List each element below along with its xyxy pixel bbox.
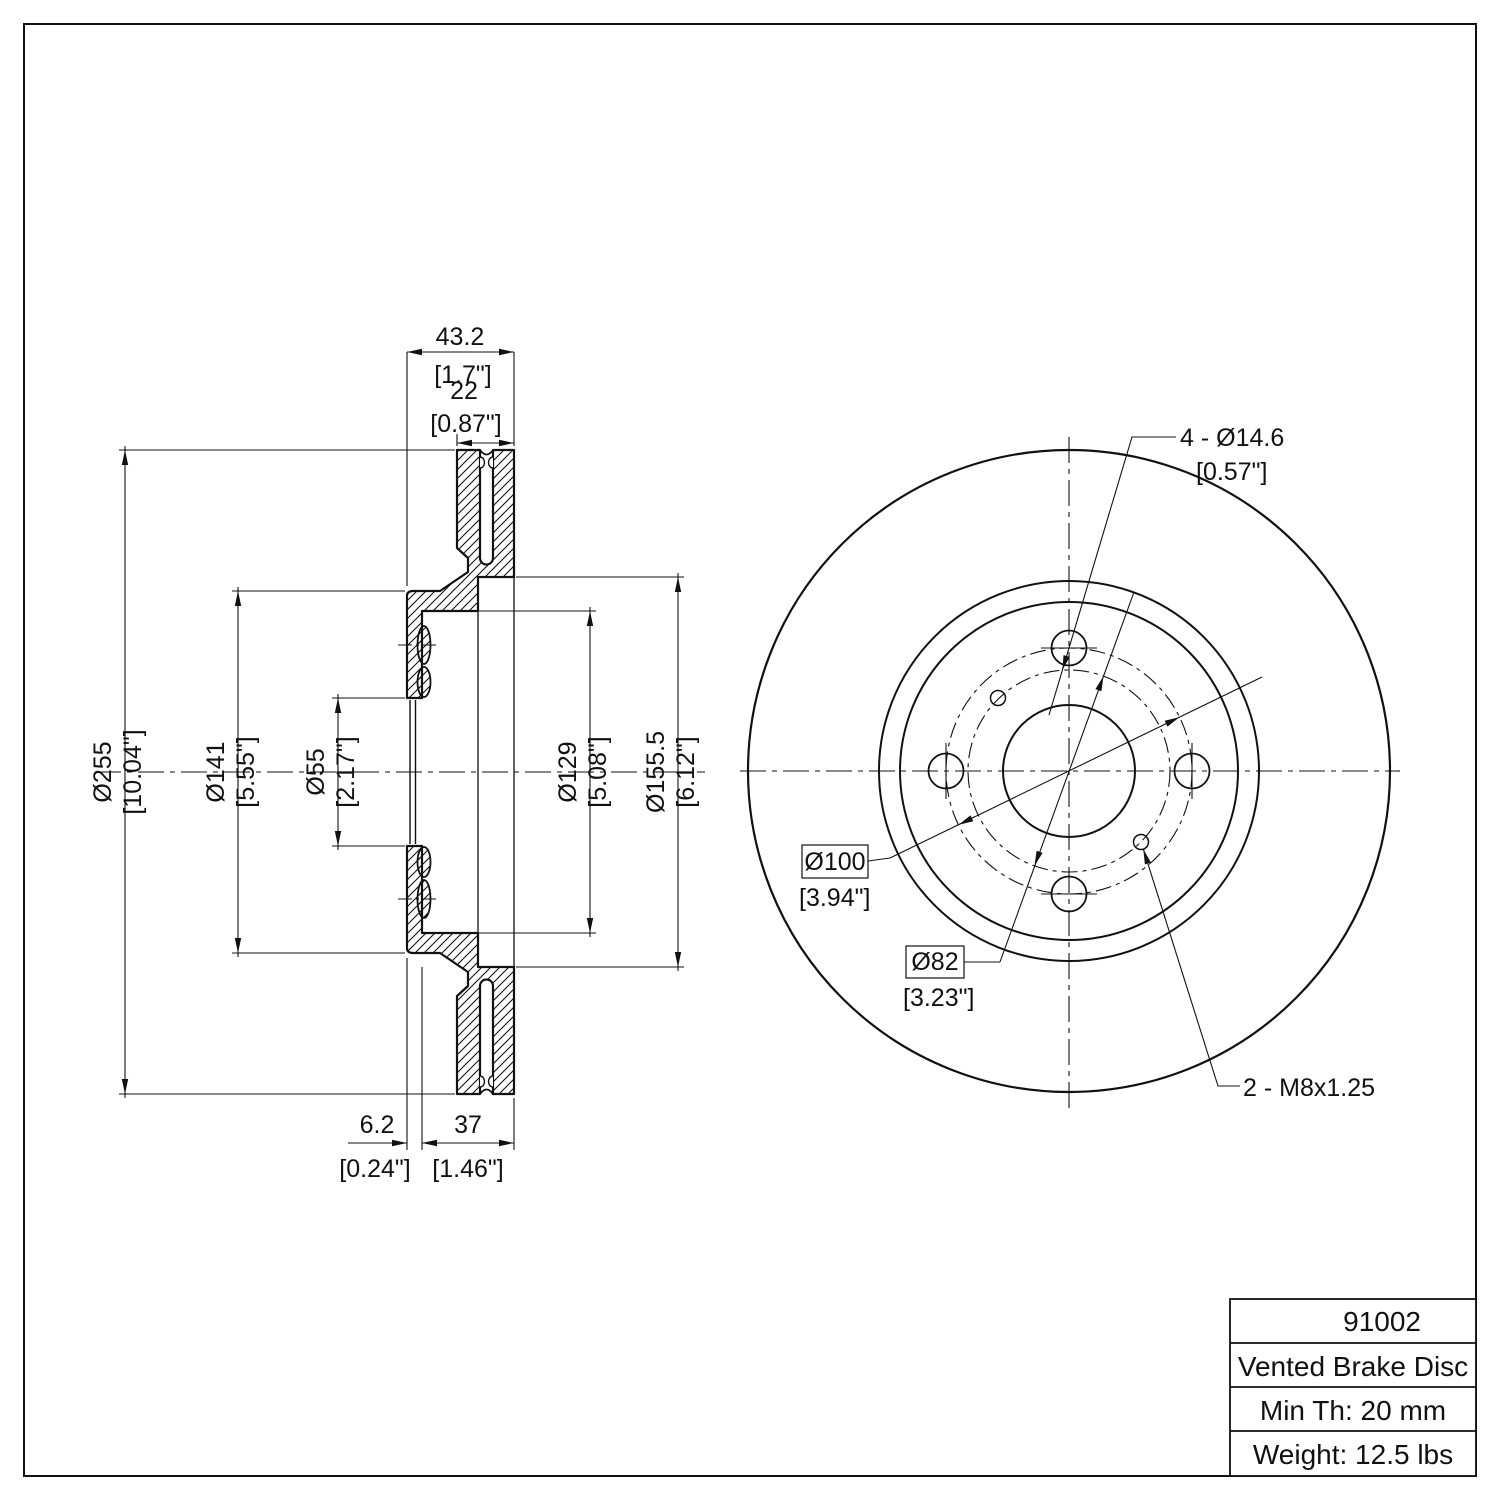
label-pilot-circle: Ø82 [911, 948, 958, 976]
vane-bump [487, 456, 494, 469]
front-arrowheads [958, 655, 1180, 866]
label-bolt-circle: Ø100 [804, 848, 865, 876]
dim-hat-diameter-in: [5.55"] [232, 736, 260, 807]
dim-hat-diameter-mm: Ø141 [202, 741, 230, 802]
extension-lines [119, 352, 684, 1150]
title-block: 91002 Vented Brake Disc Min Th: 20 mm We… [1229, 1298, 1477, 1477]
thread-hole-upper [989, 689, 1007, 707]
dim-hat-inner-diameter-in: [5.08"] [584, 736, 612, 807]
label-thread-holes: 2 - M8x1.25 [1243, 1074, 1375, 1102]
dim-disc-thickness-in: [0.87"] [430, 410, 501, 438]
dim-hat-inner-diameter-mm: Ø129 [554, 741, 582, 802]
min-thickness: Min Th: 20 mm [1260, 1395, 1446, 1426]
dim-mount-height-in: [1.46"] [432, 1155, 503, 1183]
section-view: 43.2 [1.7"] 22 [0.87"] Ø255 [10.04"] Ø14… [89, 323, 705, 1183]
bolt-circle-label-box [801, 844, 869, 879]
part-description: Vented Brake Disc [1238, 1351, 1468, 1382]
arrowheads [121, 348, 682, 1147]
pilot-circle-label-box [905, 945, 965, 979]
dim-friction-inner-diameter-mm: Ø155.5 [642, 731, 670, 813]
front-centerlines [740, 437, 1400, 1108]
vane-bump [487, 1075, 494, 1088]
dim-friction-inner-diameter-in: [6.12"] [672, 736, 700, 807]
label-lug-holes-in: [0.57"] [1196, 458, 1267, 486]
label-pilot-circle-in: [3.23"] [903, 984, 974, 1012]
dimension-lines [124, 351, 679, 1144]
dim-overall-width-mm: 43.2 [436, 323, 485, 351]
dim-mount-height-mm: 37 [454, 1111, 482, 1139]
front-view: 4 - Ø14.6 [0.57"] Ø100 [3.94"] Ø82 [3.23… [740, 424, 1400, 1108]
vent-notch-bottom [479, 1088, 494, 1095]
pilot-ring-bottom-2 [416, 846, 432, 878]
section-top-half [405, 448, 516, 700]
label-bolt-circle-in: [3.94"] [799, 884, 870, 912]
vent-notch-top [479, 449, 494, 456]
dim-overall-width-in: [1.7"] [434, 361, 492, 389]
dim-outer-diameter-mm: Ø255 [89, 741, 117, 802]
dim-flange-thickness-mm: 6.2 [360, 1111, 395, 1139]
pilot-ring-top-2 [416, 666, 432, 698]
vane-bump [479, 1075, 486, 1088]
dim-center-bore-mm: Ø55 [302, 748, 330, 795]
weight: Weight: 12.5 lbs [1253, 1439, 1453, 1470]
front-leaders [867, 436, 1263, 1087]
label-lug-holes: 4 - Ø14.6 [1180, 424, 1284, 452]
dim-outer-diameter-in: [10.04"] [119, 729, 147, 814]
sheet-border [23, 23, 1477, 1477]
part-number: 91002 [1343, 1306, 1421, 1337]
vane-bump [479, 456, 486, 469]
section-bottom-half [405, 844, 516, 1096]
thread-hole-lower [1132, 833, 1150, 851]
dim-disc-thickness-mm: 22 [450, 377, 478, 405]
dim-center-bore-in: [2.17"] [332, 736, 360, 807]
dim-flange-thickness-in: [0.24"] [339, 1155, 410, 1183]
